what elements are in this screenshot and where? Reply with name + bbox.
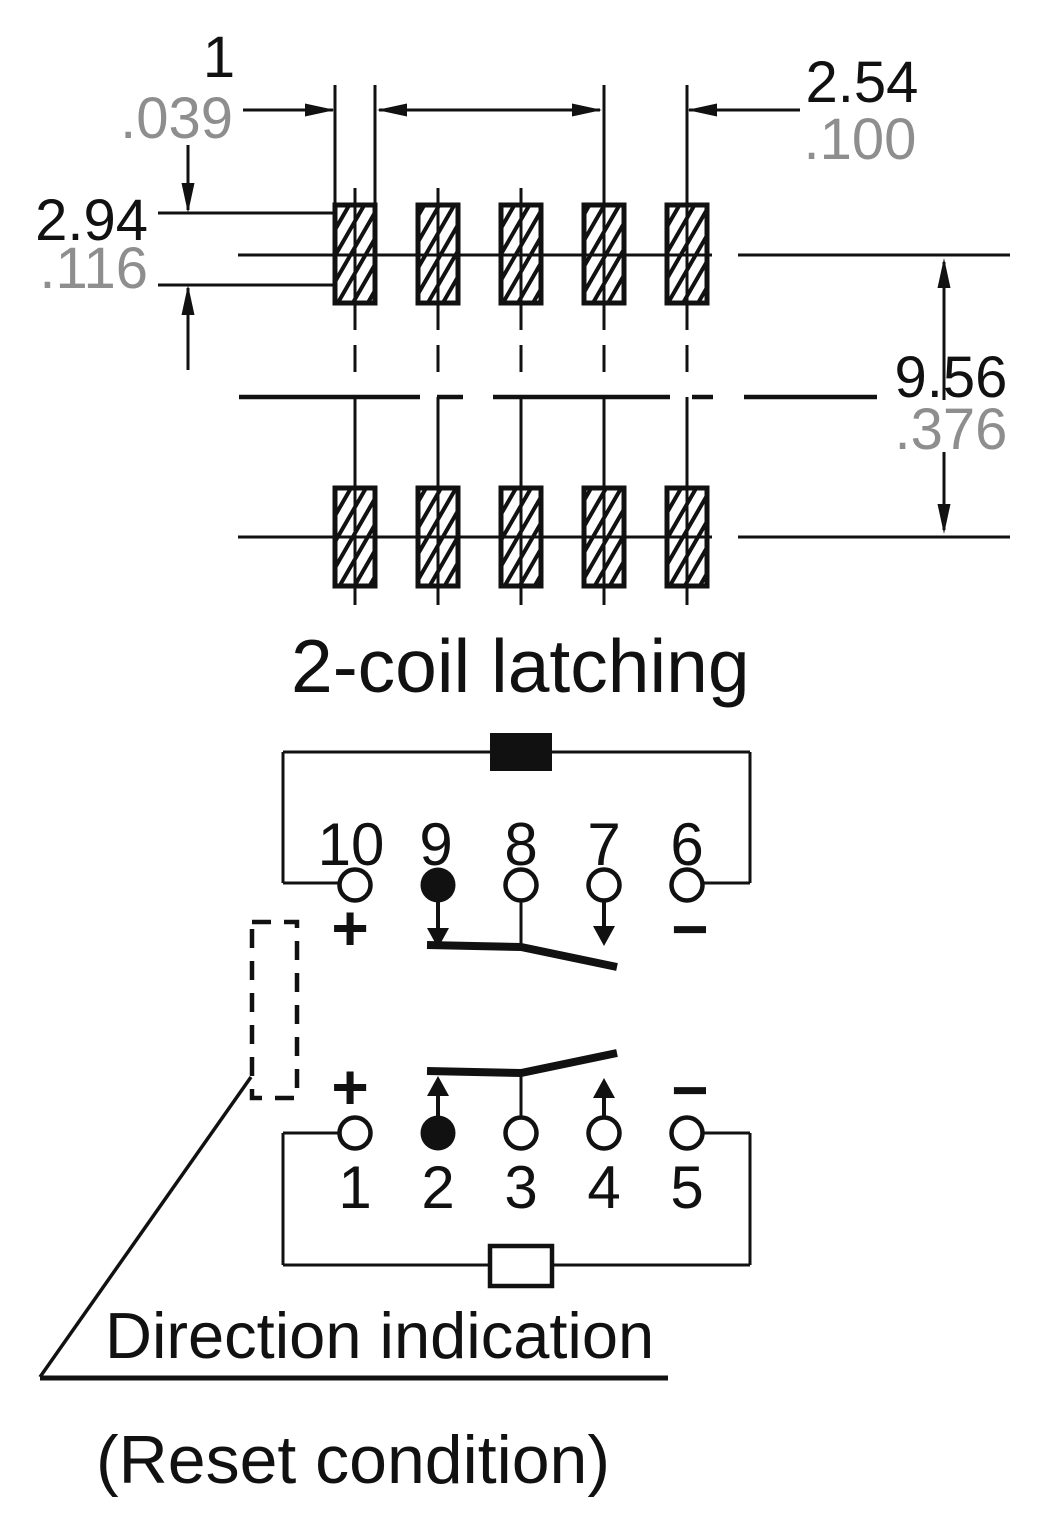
set-coil-filled — [490, 733, 552, 771]
minus-sign-top: − — [671, 893, 708, 965]
pin-centerlines-top — [353, 85, 689, 372]
row-centerlines — [238, 253, 1010, 539]
plus-sign-bottom: + — [331, 1051, 368, 1123]
schematic: 2-coil latching 10 9 8 7 6 + − — [38, 624, 752, 1498]
arrowhead — [427, 1076, 449, 1096]
minus-sign-bottom: − — [671, 1054, 708, 1126]
terminal-filled — [420, 867, 456, 903]
pin-label-4: 4 — [587, 1154, 620, 1221]
dim-pitch-mm: 2.54 — [806, 50, 919, 115]
pin-label-3: 3 — [504, 1154, 537, 1221]
arrowhead — [305, 103, 335, 117]
pin-label-2: 2 — [421, 1154, 454, 1221]
pin-label-8: 8 — [504, 811, 537, 878]
arrowhead — [181, 285, 195, 315]
terminal-open — [586, 867, 622, 903]
leader-line — [38, 1075, 253, 1379]
bottom-terminals — [337, 1115, 705, 1151]
dimension-row-spacing — [937, 258, 951, 534]
dim-pad-width-inch: .039 — [120, 86, 233, 151]
terminal-open — [669, 867, 705, 903]
reset-coil-open — [487, 1243, 555, 1289]
caption-reset-condition: (Reset condition) — [96, 1422, 610, 1498]
terminal-filled — [420, 1115, 456, 1151]
pin-centerlines-bottom — [353, 397, 689, 605]
arrowhead — [687, 103, 717, 117]
terminal-open — [503, 867, 539, 903]
pin-label-6: 6 — [670, 811, 703, 878]
pin-label-10: 10 — [318, 811, 385, 878]
dimension-pad-length — [158, 145, 335, 370]
terminal-open — [337, 867, 373, 903]
arrowhead — [593, 1078, 615, 1098]
dim-pad-length-mm: 2.94 — [35, 188, 148, 253]
dim-pad-length-inch: .116 — [39, 236, 148, 301]
terminal-open — [337, 1115, 373, 1151]
dim-pitch-inch: .100 — [804, 107, 917, 172]
movable-contact-blade — [426, 1049, 618, 1078]
pin-label-1: 1 — [338, 1154, 371, 1221]
schematic-title: 2-coil latching — [291, 624, 750, 708]
arrowhead — [377, 103, 407, 117]
arrowhead — [937, 504, 951, 534]
pin-label-7: 7 — [587, 811, 620, 878]
caption-direction-indication: Direction indication — [105, 1299, 654, 1372]
dim-row-spacing-inch: .376 — [895, 397, 1008, 462]
pcb-footprint: 1 .039 2.54 .100 2.94 .116 9.56 .376 — [35, 25, 1010, 605]
dimension-pad-width-and-pitch — [243, 85, 800, 205]
terminal-open — [586, 1115, 622, 1151]
arrowhead — [181, 183, 195, 213]
arrowhead — [937, 258, 951, 288]
dim-row-spacing-mm: 9.56 — [895, 345, 1008, 410]
top-contact — [426, 902, 618, 971]
bottom-contact — [426, 1049, 618, 1116]
terminal-open — [669, 1115, 705, 1151]
arrowhead — [427, 928, 449, 948]
plus-sign-top: + — [331, 892, 368, 964]
terminal-open — [503, 1115, 539, 1151]
arrowhead — [572, 103, 602, 117]
arrowhead — [593, 926, 615, 946]
top-terminals — [337, 867, 705, 903]
pin-label-5: 5 — [670, 1154, 703, 1221]
dim-pad-width-mm: 1 — [203, 25, 235, 90]
movable-contact-blade — [426, 941, 618, 971]
direction-mark-dashed-box — [249, 919, 300, 1101]
pin-label-9: 9 — [419, 811, 452, 878]
direction-indication-callout: Direction indication — [38, 919, 668, 1381]
